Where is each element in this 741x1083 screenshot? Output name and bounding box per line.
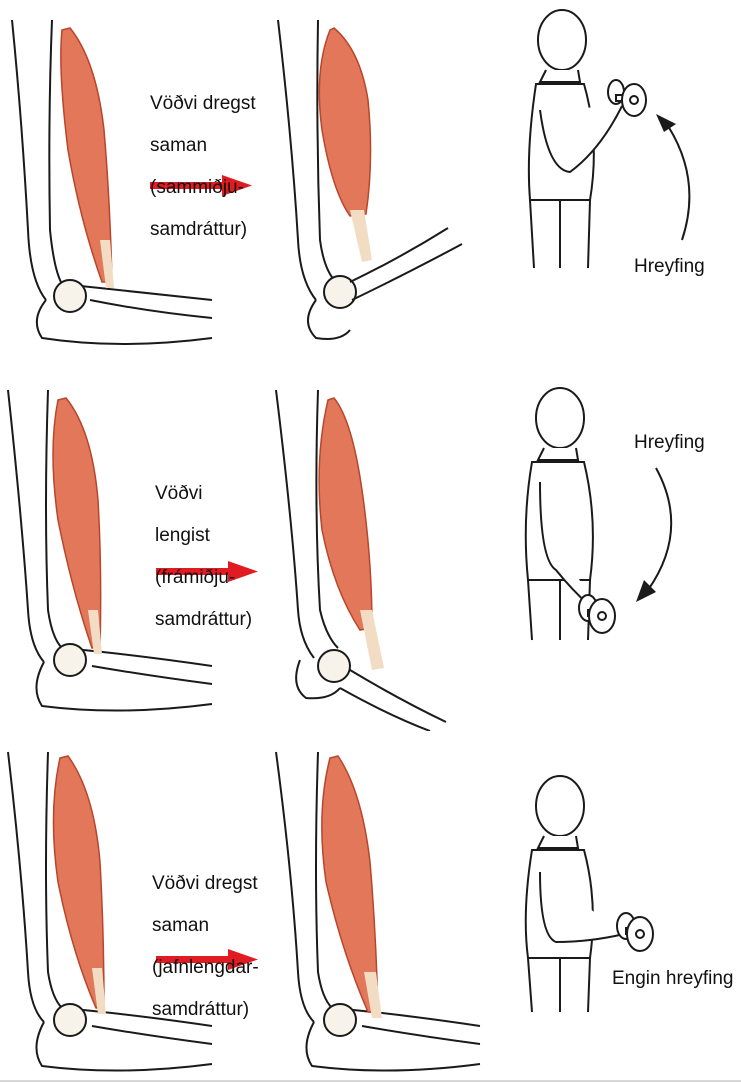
- panel-eccentric-art: [7, 387, 673, 731]
- caption-eccentric: Vöðvi lengist (frámiðju- samdráttur): [155, 462, 252, 651]
- arm-flexed-illustration: [277, 19, 463, 340]
- caption-line: (frámiðju-: [155, 567, 236, 588]
- arm-relaxed-illustration: [11, 19, 213, 345]
- movement-arrow-up-icon: [656, 114, 691, 241]
- caption-line: samdráttur): [152, 999, 250, 1020]
- dumbbell-icon: [616, 912, 654, 952]
- arm-left-illustration: [7, 751, 213, 1072]
- person-holding-figure: [524, 775, 625, 1013]
- biceps-tendon-bent: [88, 610, 102, 654]
- movement-label: Hreyfing: [634, 256, 705, 277]
- movement-label: Hreyfing: [634, 432, 705, 453]
- red-arrow: [156, 949, 258, 970]
- red-arrow: [156, 561, 258, 582]
- biceps-tendon-left: [92, 968, 106, 1014]
- movement-label: Engin hreyfing: [612, 968, 734, 989]
- biceps-tendon-lengthened: [360, 610, 384, 670]
- dumbbell-icon: [578, 594, 616, 634]
- caption-line: saman: [150, 135, 208, 156]
- arm-extended-illustration: [275, 389, 447, 731]
- caption-line: Vöðvi dregst: [150, 93, 256, 114]
- panel-eccentric: Vöðvi lengist (frámiðju- samdráttur) Hre…: [0, 370, 741, 731]
- caption-line: samdráttur): [155, 609, 253, 630]
- dumbbell-icon: [607, 79, 647, 117]
- caption-line: samdráttur): [150, 219, 248, 240]
- bottom-divider: [0, 1080, 741, 1082]
- person-lowering-figure: [524, 387, 594, 641]
- caption-line: lengist: [155, 525, 210, 546]
- panel-isometric: Vöðvi dregst saman (jafnlengdar- samdrát…: [0, 722, 741, 1083]
- caption-line: Vöðvi dregst: [152, 873, 258, 894]
- biceps-tendon-contracted: [350, 210, 372, 262]
- panel-concentric-art: [11, 9, 691, 345]
- biceps-tendon-relaxed: [100, 240, 114, 288]
- biceps-tendon-right: [364, 972, 382, 1018]
- person-lifting-figure: [527, 9, 623, 269]
- arm-right-illustration: [275, 751, 481, 1072]
- caption-concentric: Vöðvi dregst saman (sammiðju- samdráttur…: [150, 72, 256, 261]
- arm-bent-illustration: [7, 389, 213, 712]
- panel-isometric-art: [7, 751, 654, 1072]
- red-arrow: [150, 175, 252, 196]
- caption-isometric: Vöðvi dregst saman (jafnlengdar- samdrát…: [152, 852, 259, 1041]
- panel-concentric: Vöðvi dregst saman (sammiðju- samdráttur…: [0, 0, 741, 361]
- caption-line: (sammiðju-: [150, 177, 244, 198]
- caption-line: Vöðvi: [155, 483, 203, 504]
- biceps-muscle-lengthened: [318, 397, 373, 631]
- caption-line: saman: [152, 915, 210, 936]
- movement-arrow-down-icon: [636, 467, 673, 602]
- caption-line: (jafnlengdar-: [152, 957, 259, 978]
- biceps-muscle-contracted: [318, 27, 372, 217]
